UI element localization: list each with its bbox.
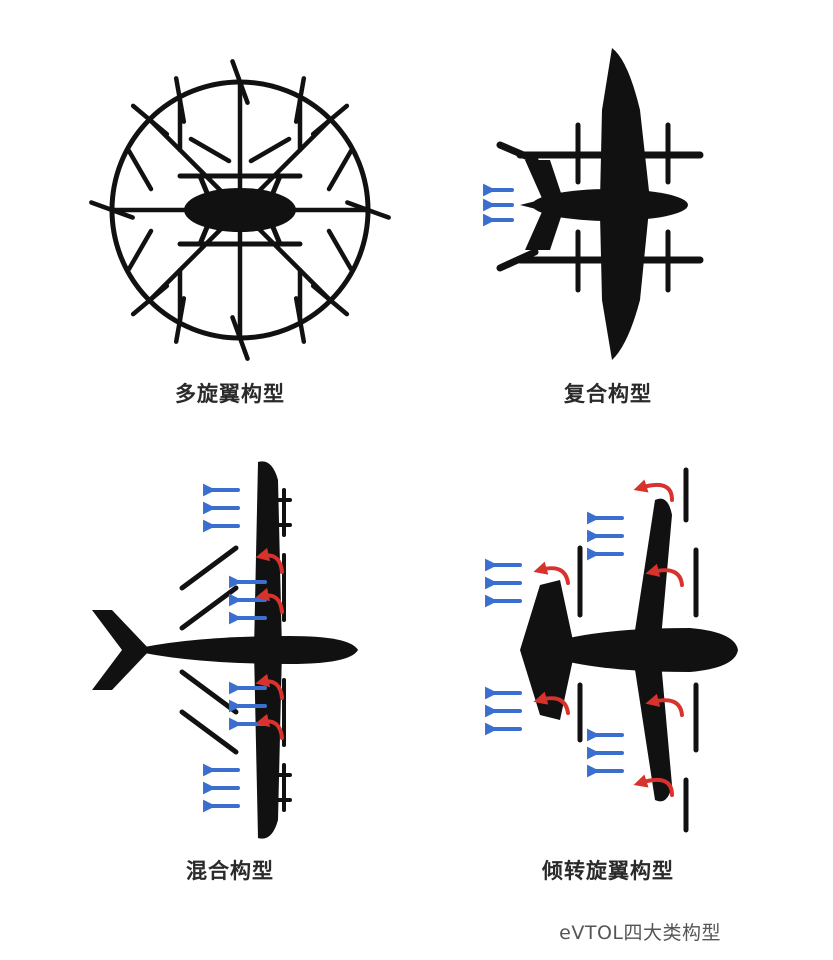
compound-label: 复合构型 xyxy=(564,382,652,406)
hybrid-thrust-arrows xyxy=(203,483,267,813)
figure-caption: eVTOL四大类构型 xyxy=(559,922,721,944)
tiltrotor-diagram xyxy=(485,467,738,833)
multirotor-diagram xyxy=(91,61,388,358)
hybrid-tilt-arrows xyxy=(255,547,284,740)
compound-thrust-arrows xyxy=(483,183,514,227)
hybrid-diagram xyxy=(92,461,358,839)
multirotor-label: 多旋翼构型 xyxy=(175,382,285,406)
compound-diagram xyxy=(483,48,704,360)
tiltrotor-thrust-arrows xyxy=(485,511,624,778)
tiltrotor-label: 倾转旋翼构型 xyxy=(542,859,674,883)
hybrid-label: 混合构型 xyxy=(186,859,274,883)
tiltrotor-tilt-arrows xyxy=(533,479,684,797)
